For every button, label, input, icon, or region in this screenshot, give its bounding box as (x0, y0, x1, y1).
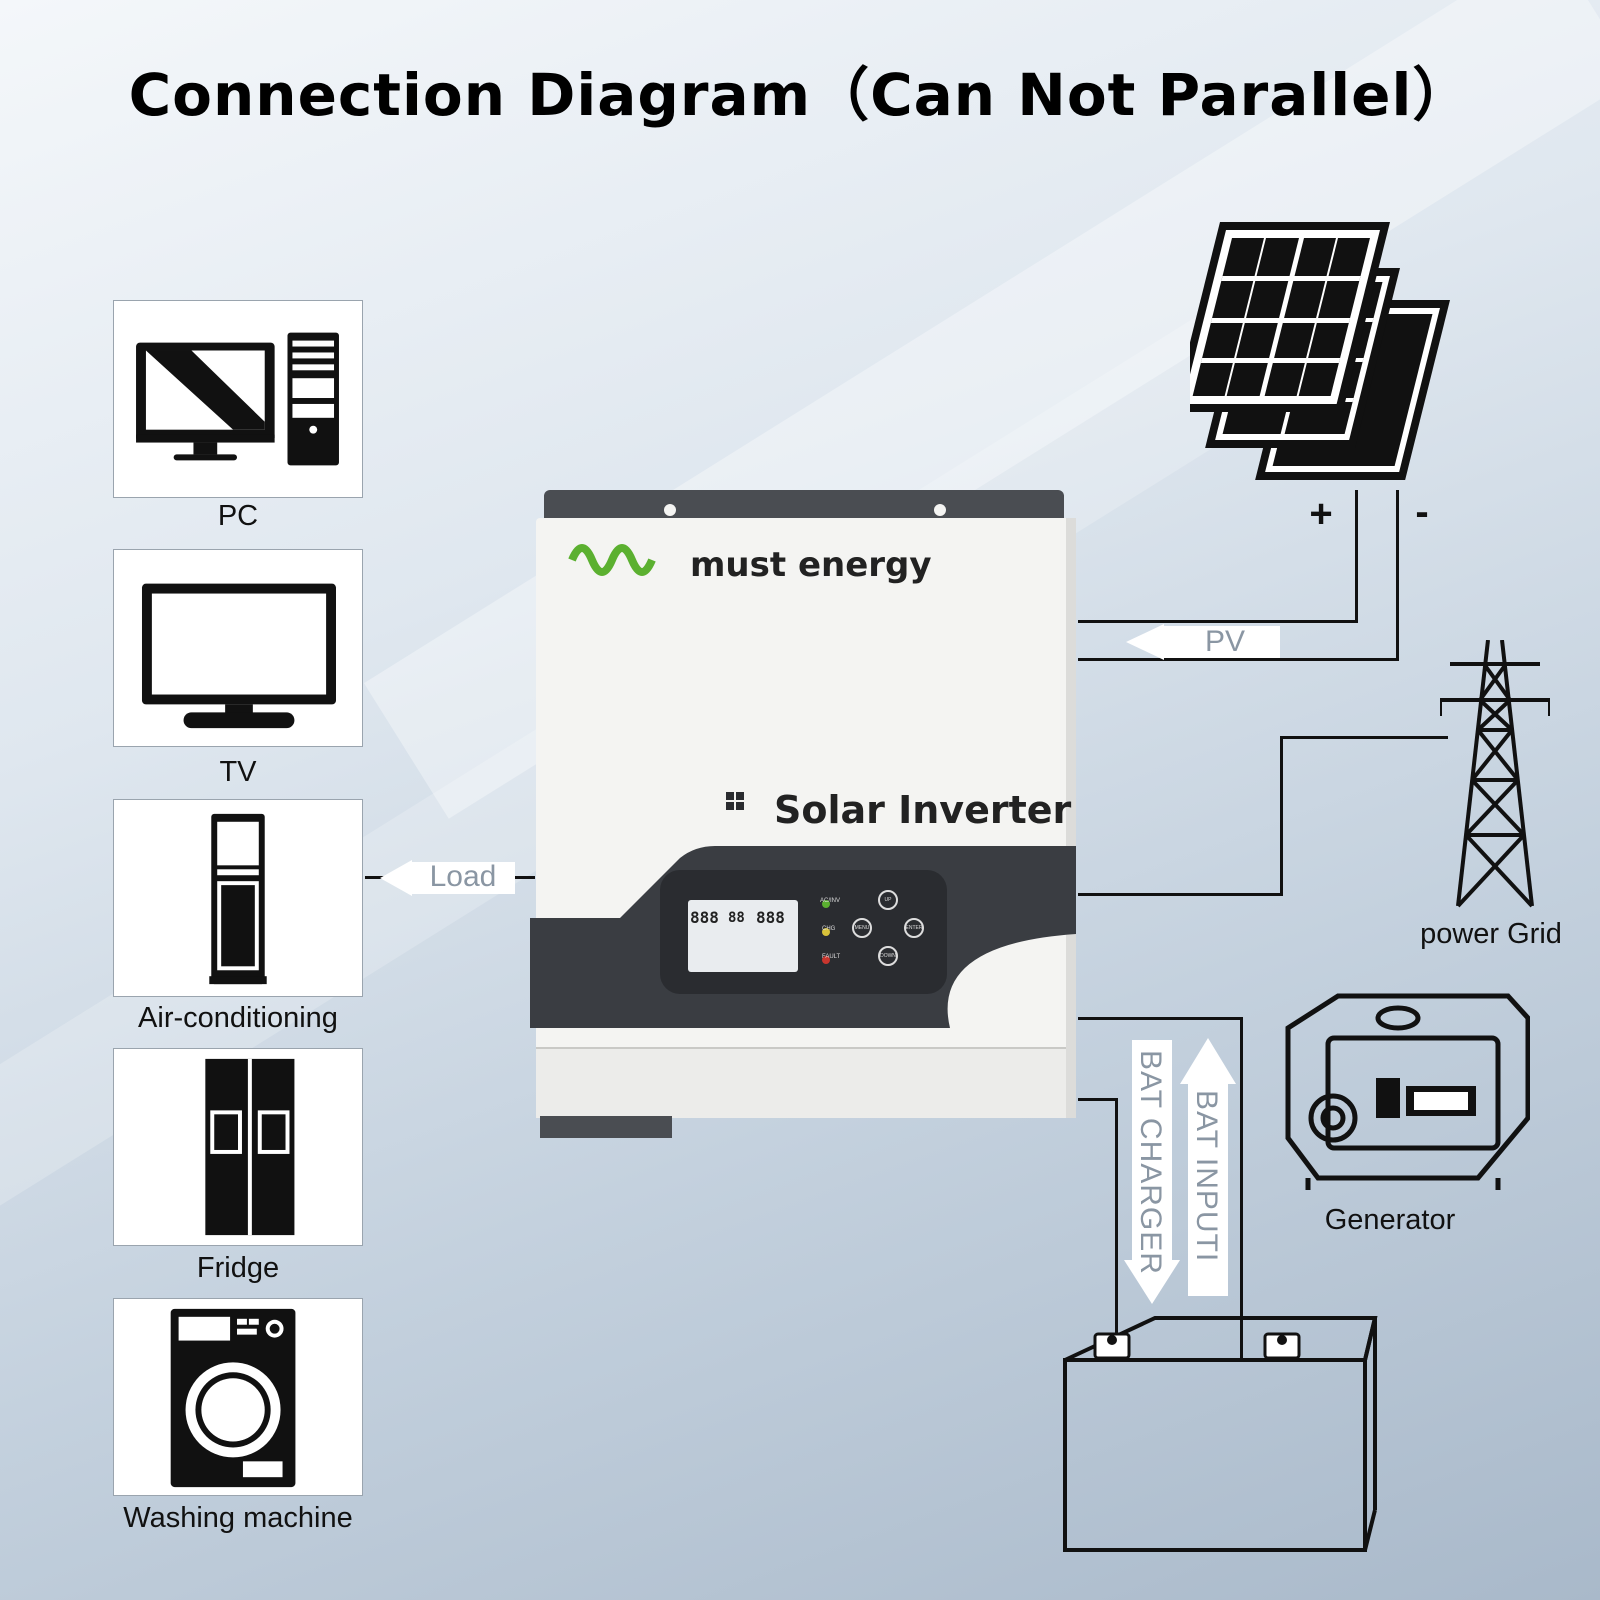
down-button: DOWN (880, 953, 896, 959)
lcd-value-1: 888 (690, 908, 719, 927)
enter-button: ENTER (905, 925, 923, 931)
power-grid-label: power Grid (1420, 918, 1562, 950)
solar-inverter (530, 490, 1076, 1138)
grid-wire (1078, 893, 1283, 896)
lcd-value-3: 888 (756, 908, 785, 927)
air-conditioning-label: Air-conditioning (138, 1002, 338, 1034)
pv-minus-wire (1078, 658, 1399, 661)
diagram-title: Connection Diagram（Can Not Parallel） (128, 61, 1472, 129)
tv-label: TV (219, 756, 257, 788)
indicator-ac-inv: AC/INV (820, 898, 841, 904)
washing-machine-label: Washing machine (123, 1502, 353, 1534)
generator-icon (1285, 993, 1530, 1190)
tv-card (113, 549, 363, 747)
bat-charger-label: BAT CHARGER (1134, 1050, 1167, 1275)
grid-wire (1280, 736, 1448, 739)
product-name: Solar Inverter (774, 788, 1072, 832)
lcd-value-2: 88 (728, 910, 745, 926)
washing-machine-icon (170, 1308, 296, 1488)
generator-label: Generator (1324, 1204, 1456, 1236)
air-conditioning-card (113, 799, 363, 997)
power-tower-icon (1440, 640, 1550, 908)
load-arrow (380, 860, 515, 896)
air-conditioner-icon (209, 813, 267, 985)
battery-wire (1078, 1017, 1243, 1020)
battery-icon (1063, 1316, 1378, 1552)
bat-input-arrow (1180, 1038, 1236, 1296)
bat-charger-arrow (1124, 1040, 1180, 1304)
fridge-label: Fridge (196, 1252, 280, 1284)
menu-button: MENU (854, 925, 870, 931)
washing-machine-card (113, 1298, 363, 1496)
indicator-chg: CHG (822, 926, 836, 932)
pc-label: PC (217, 500, 259, 532)
indicator-fault: FAULT (822, 954, 841, 960)
pc-icon (136, 332, 339, 466)
bat-input-label: BAT INPUTI (1190, 1090, 1223, 1263)
grid-wire (1280, 736, 1283, 896)
pv-plus-wire (1355, 490, 1358, 622)
pv-plus-label: + (1309, 492, 1333, 536)
pv-arrow (1126, 624, 1280, 660)
pv-label: PV (1204, 625, 1246, 658)
pc-card (113, 300, 363, 498)
pv-minus-label: - (1415, 490, 1429, 534)
battery-wire (1240, 1017, 1243, 1359)
solar-panels-icon (1190, 222, 1450, 480)
fridge-icon (205, 1058, 295, 1236)
fridge-card (113, 1048, 363, 1246)
tv-icon (141, 583, 336, 729)
brand-name: must energy (690, 545, 932, 585)
load-label: Load (429, 860, 497, 893)
pv-minus-wire (1396, 490, 1399, 660)
battery-wire (1115, 1098, 1118, 1360)
pv-plus-wire (1078, 620, 1358, 623)
up-button: UP (884, 897, 892, 903)
battery-wire (1078, 1098, 1118, 1101)
